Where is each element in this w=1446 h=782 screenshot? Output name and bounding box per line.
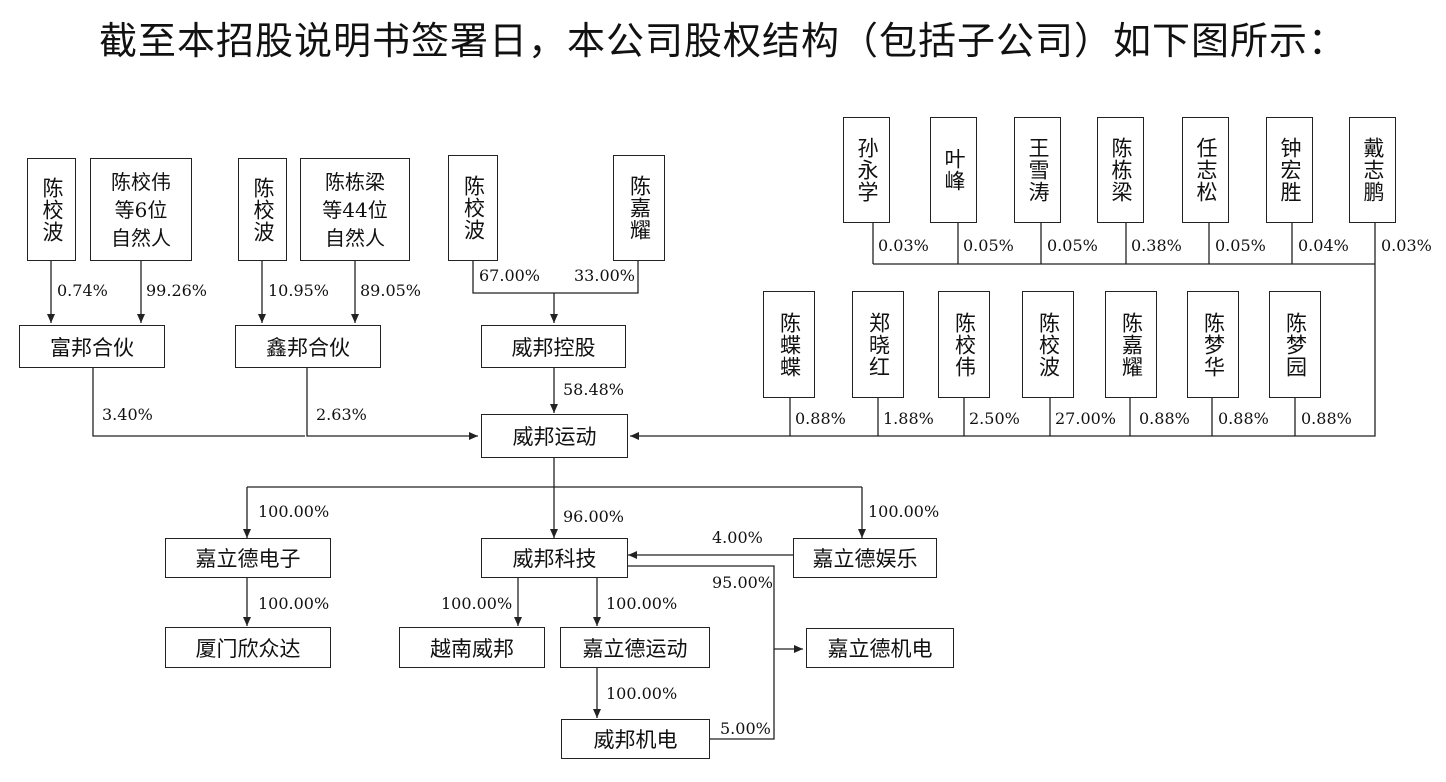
pct-mid-6: 0.88%	[1218, 409, 1269, 428]
entity-jiade-entertainment: 嘉立德娱乐	[793, 538, 937, 578]
pct-top-3: 0.05%	[1047, 236, 1098, 255]
entity-weibang-holding: 威邦控股	[481, 325, 626, 368]
entity-xinbang: 鑫邦合伙	[235, 325, 381, 368]
shareholder-top-3: 王雪涛	[1014, 117, 1061, 223]
pct-sports-to-entertainment: 100.00%	[868, 502, 940, 521]
pct-entertainment-to-tech: 4.00%	[712, 528, 763, 547]
pct-mid-7: 0.88%	[1301, 409, 1352, 428]
pct-tech-to-jiade-sports: 100.00%	[606, 594, 678, 613]
entity-weibang-sports: 威邦运动	[481, 414, 628, 458]
entity-fubang: 富邦合伙	[19, 325, 165, 368]
pct-xinbang-chen-xiaobo: 10.95%	[268, 281, 330, 300]
pct-electronics-to-xiamen: 100.00%	[258, 594, 330, 613]
entity-weibang-tech: 威邦科技	[481, 538, 628, 578]
entity-jiade-electronics: 嘉立德电子	[165, 538, 331, 578]
holder-chen-xiaowei-group: 陈校伟 等6位 自然人	[90, 158, 192, 261]
pct-mid-4: 27.00%	[1055, 409, 1117, 428]
entity-vietnam-weibang: 越南威邦	[399, 627, 545, 668]
pct-top-2: 0.05%	[963, 236, 1014, 255]
entity-jiade-sports: 嘉立德运动	[560, 627, 710, 668]
pct-mid-5: 0.88%	[1139, 409, 1190, 428]
shareholder-mid-4: 陈校波	[1022, 291, 1074, 398]
pct-top-6: 0.04%	[1298, 236, 1349, 255]
shareholder-top-4: 陈栋梁	[1097, 117, 1144, 223]
holder-chen-jiayao-holding: 陈嘉耀	[613, 155, 665, 261]
holder-chen-xiaobo-fubang: 陈校波	[27, 158, 76, 261]
holder-chen-xiaobo-holding: 陈校波	[448, 155, 498, 261]
pct-holding-chen-xiaobo: 67.00%	[479, 266, 541, 285]
shareholder-mid-1: 陈蝶蝶	[763, 291, 815, 398]
shareholder-mid-2: 郑晓红	[852, 291, 904, 398]
shareholder-top-6: 钟宏胜	[1266, 117, 1313, 223]
pct-mid-2: 1.88%	[883, 409, 934, 428]
shareholder-mid-5: 陈嘉耀	[1105, 291, 1157, 398]
pct-xinbang-to-sports: 2.63%	[316, 405, 367, 424]
shareholder-top-5: 任志松	[1182, 117, 1229, 223]
shareholder-mid-7: 陈梦园	[1269, 291, 1321, 398]
pct-holding-chen-jiayao: 33.00%	[574, 266, 636, 285]
entity-weibang-mechanical: 威邦机电	[561, 719, 710, 759]
pct-top-4: 0.38%	[1131, 236, 1182, 255]
holder-chen-dongliang-group: 陈栋梁 等44位 自然人	[300, 158, 410, 261]
page-title: 截至本招股说明书签署日，本公司股权结构（包括子公司）如下图所示：	[98, 19, 1347, 63]
holder-chen-xiaobo-xinbang: 陈校波	[238, 158, 287, 261]
pct-fubang-to-sports: 3.40%	[102, 405, 153, 424]
pct-mid-3: 2.50%	[969, 409, 1020, 428]
pct-xinbang-group: 89.05%	[360, 281, 422, 300]
pct-top-1: 0.03%	[878, 236, 929, 255]
entity-jiade-mechanical: 嘉立德机电	[806, 628, 954, 668]
pct-fubang-group: 99.26%	[146, 281, 208, 300]
pct-sports-to-electronics: 100.00%	[258, 502, 330, 521]
shareholder-top-7: 戴志鹏	[1349, 117, 1396, 223]
shareholder-top-1: 孙永学	[843, 117, 890, 223]
entity-xiamen-xinzhongda: 厦门欣众达	[165, 627, 331, 668]
shareholder-top-2: 叶峰	[930, 117, 977, 223]
shareholder-mid-6: 陈梦华	[1187, 291, 1239, 398]
pct-tech-to-jiade-mechanical: 95.00%	[712, 573, 774, 592]
pct-top-7: 0.03%	[1381, 236, 1432, 255]
pct-holding-to-sports: 58.48%	[563, 380, 625, 399]
pct-tech-to-vietnam: 100.00%	[441, 594, 513, 613]
pct-jiade-sports-to-weibang-mech: 100.00%	[606, 684, 678, 703]
shareholder-mid-3: 陈校伟	[938, 291, 990, 398]
pct-fubang-chen-xiaobo: 0.74%	[57, 281, 108, 300]
pct-weibang-mech-to-jiade-mech: 5.00%	[720, 719, 771, 738]
pct-top-5: 0.05%	[1215, 236, 1266, 255]
pct-mid-1: 0.88%	[795, 409, 846, 428]
pct-sports-to-tech: 96.00%	[563, 507, 625, 526]
